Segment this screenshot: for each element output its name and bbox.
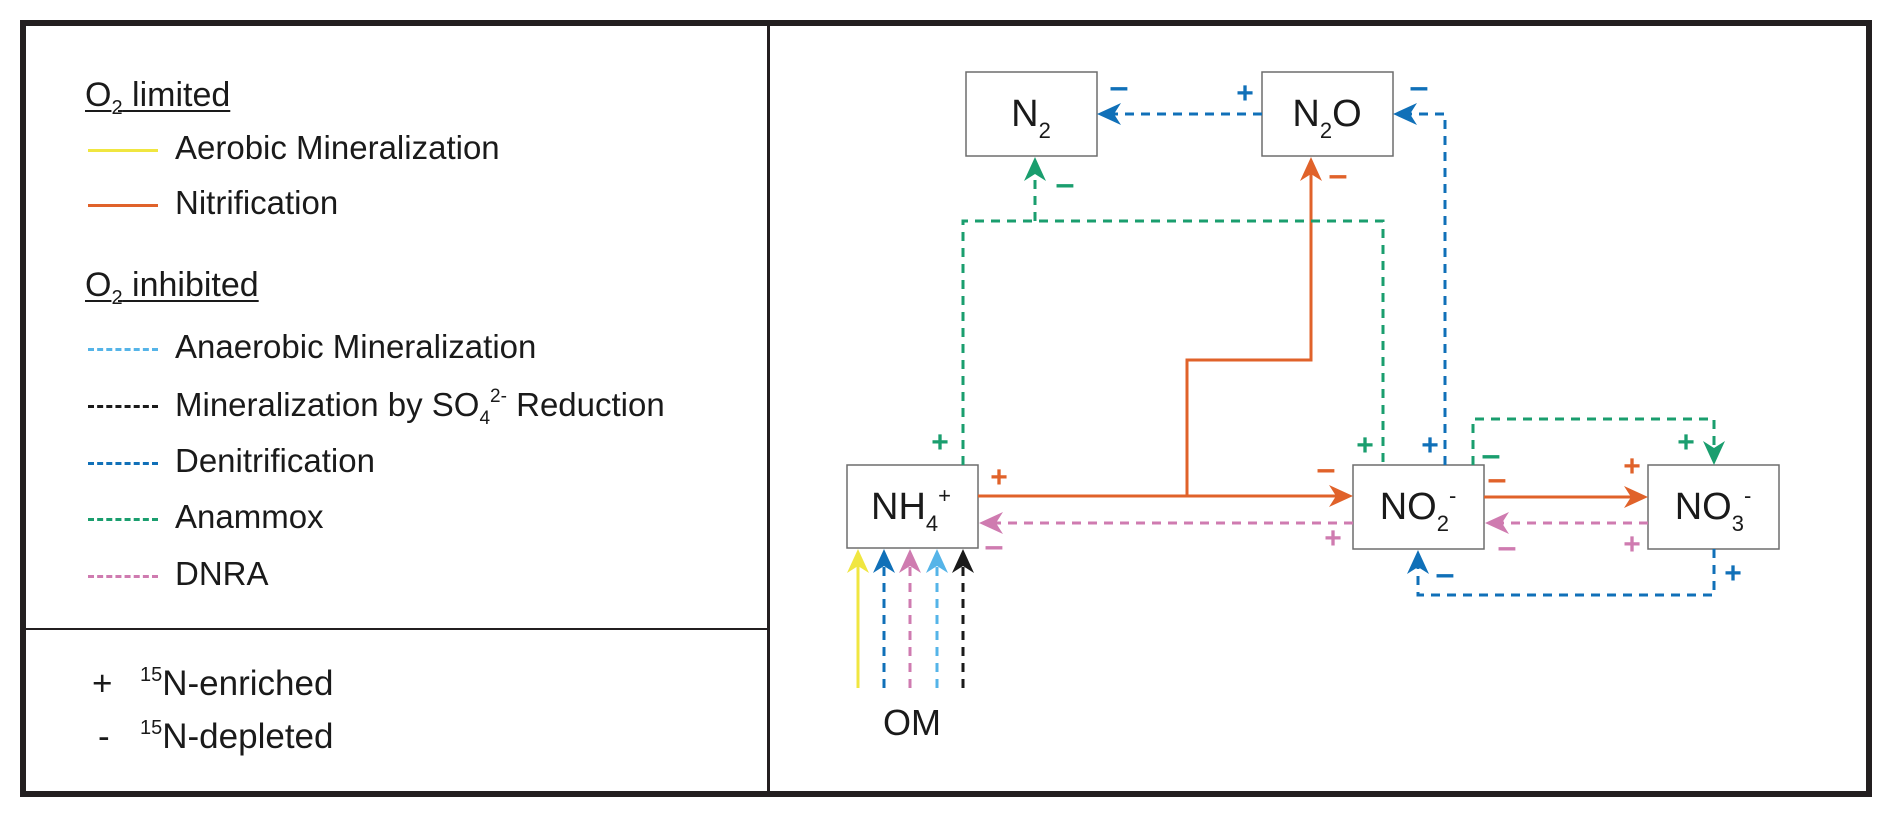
legend-title-text: limited [122, 76, 231, 114]
arrowhead-sulfate [952, 549, 974, 573]
arrowhead-denitrification-n2 [1097, 103, 1121, 125]
label-text: Mineralization by SO [175, 386, 480, 423]
legend-item-label: Nitrification [175, 184, 339, 221]
legend-symbol-enriched: +15N-enriched [92, 665, 333, 701]
node-label: NO2- [1380, 483, 1457, 536]
om-label: OM [883, 702, 941, 743]
legend-item-label: Mineralization by SO42- Reduction [175, 387, 665, 428]
arrowhead-denitrification [873, 549, 895, 573]
arrow-denitrification-no3-no2 [1416, 549, 1716, 597]
sign-minus-no2-dnra: – [1498, 528, 1517, 566]
sign-plus-no3-dnra: + [1623, 528, 1641, 561]
sign-plus-no2-denitrification: + [1421, 429, 1439, 462]
sign-plus-nh4-nitrification: + [990, 461, 1008, 494]
legend-dash-swatch [88, 518, 158, 521]
legend-symbol-depleted: - 15N-depleted [92, 718, 333, 754]
arrowhead-dnra-nh4 [979, 512, 1003, 534]
isotope-signs: –+–––++––++––+––++++ [931, 68, 1742, 593]
arrowhead-nitrification-no3 [1624, 486, 1648, 508]
node-no2: NO2- [1352, 464, 1485, 550]
legend-item-label: DNRA [175, 555, 269, 592]
sign-minus-no2-denitrification: – [1436, 555, 1455, 593]
sign-minus-nh4-dnra: – [985, 527, 1004, 565]
label-subscript: 4 [479, 408, 491, 429]
sign-plus-no3-anammox: + [1677, 426, 1695, 459]
arrowhead-denitrification-no2 [1407, 550, 1429, 574]
legend-item-label: Denitrification [175, 442, 375, 479]
node-box [1352, 464, 1485, 550]
arrowhead-denitrification-n2o [1393, 103, 1417, 125]
legend-title-text: inhibited [122, 266, 259, 304]
node-label: N2 [1011, 93, 1051, 143]
node-box [846, 464, 979, 549]
isotope-superscript: 15 [140, 717, 163, 739]
legend-dash-swatch [88, 575, 158, 578]
legend-item-label: Aerobic Mineralization [175, 129, 500, 166]
symbol-label: N-depleted [162, 717, 334, 756]
node-label: NH4+ [871, 483, 951, 536]
sign-minus-no2-nitrification-out: – [1488, 460, 1507, 498]
figure-frame [20, 20, 1872, 797]
node-box [1261, 71, 1394, 157]
legend-line-swatch [88, 204, 158, 207]
node-n2o: N2O [1261, 71, 1394, 157]
sign-plus-no3-denitrification: + [1724, 557, 1742, 590]
legend-item-label: Anaerobic Mineralization [175, 328, 537, 365]
sign-minus-n2-anammox: – [1056, 165, 1075, 203]
arrowhead-nitrification-no2 [1329, 485, 1353, 507]
legend-line-swatch [88, 149, 158, 152]
node-box [965, 71, 1098, 157]
legend-divider [26, 628, 767, 630]
node-no3: NO3- [1647, 464, 1780, 550]
sign-minus-n2o-denitrification: – [1410, 68, 1429, 106]
sign-minus-n2-denitrification: – [1110, 68, 1129, 106]
legend-title-subscript: 2 [111, 97, 123, 119]
node-label: NO3- [1675, 483, 1752, 536]
arrow-nitrification-nh4-n2o [1185, 170, 1313, 496]
label-text: Reduction [506, 386, 665, 423]
node-nh4: NH4+ [846, 464, 979, 549]
sign-plus-nh4-anammox: + [931, 426, 949, 459]
sign-plus-no2-dnra: + [1324, 522, 1342, 555]
arrowhead-dnra-no2 [1485, 512, 1509, 534]
symbol-label: N-enriched [162, 664, 334, 703]
arrowhead-dnra [899, 549, 921, 573]
isotope-superscript: 15 [140, 664, 163, 686]
node-label: N2O [1292, 93, 1361, 143]
arrowhead-aerobic [847, 549, 869, 573]
sign-plus-no2-anammox: + [1356, 429, 1374, 462]
legend-item-label: Anammox [175, 498, 324, 535]
legend-dash-swatch [88, 462, 158, 465]
legend-title-subscript: 2 [111, 287, 123, 309]
arrowhead-anaerobic [926, 549, 948, 573]
minus-symbol: - [98, 717, 110, 756]
node-box [1647, 464, 1780, 550]
sign-plus-no3-nitrification: + [1623, 450, 1641, 483]
pathway-arrows [847, 103, 1725, 688]
legend-dash-swatch [88, 348, 158, 351]
panel-divider [767, 26, 770, 791]
legend-title-text: O [85, 266, 112, 304]
sign-minus-n2o-nitrification: – [1329, 156, 1348, 194]
arrowhead-anammox-n2 [1024, 157, 1046, 181]
sign-plus-n2o-denitrification: + [1236, 77, 1254, 110]
arrow-anammox-loop [961, 219, 1385, 465]
arrow-anammox-no2-no3 [1471, 417, 1716, 465]
arrowhead-anammox-no3 [1703, 441, 1725, 465]
sign-minus-no2-anammox: – [1482, 436, 1501, 474]
legend-title-o2-limited: O2 limited [85, 78, 230, 118]
plus-symbol: + [92, 664, 113, 703]
arrow-denitrification-no2-n2o [1408, 112, 1447, 465]
sign-minus-no2-nitrification: – [1317, 450, 1336, 488]
label-superscript: 2- [490, 386, 507, 407]
legend-dash-swatch [88, 405, 158, 408]
node-n2: N2 [965, 71, 1098, 157]
arrowhead-nitrification-n2o [1300, 157, 1322, 181]
legend-title-o2-inhibited: O2 inhibited [85, 268, 259, 308]
legend-title-text: O [85, 76, 112, 114]
